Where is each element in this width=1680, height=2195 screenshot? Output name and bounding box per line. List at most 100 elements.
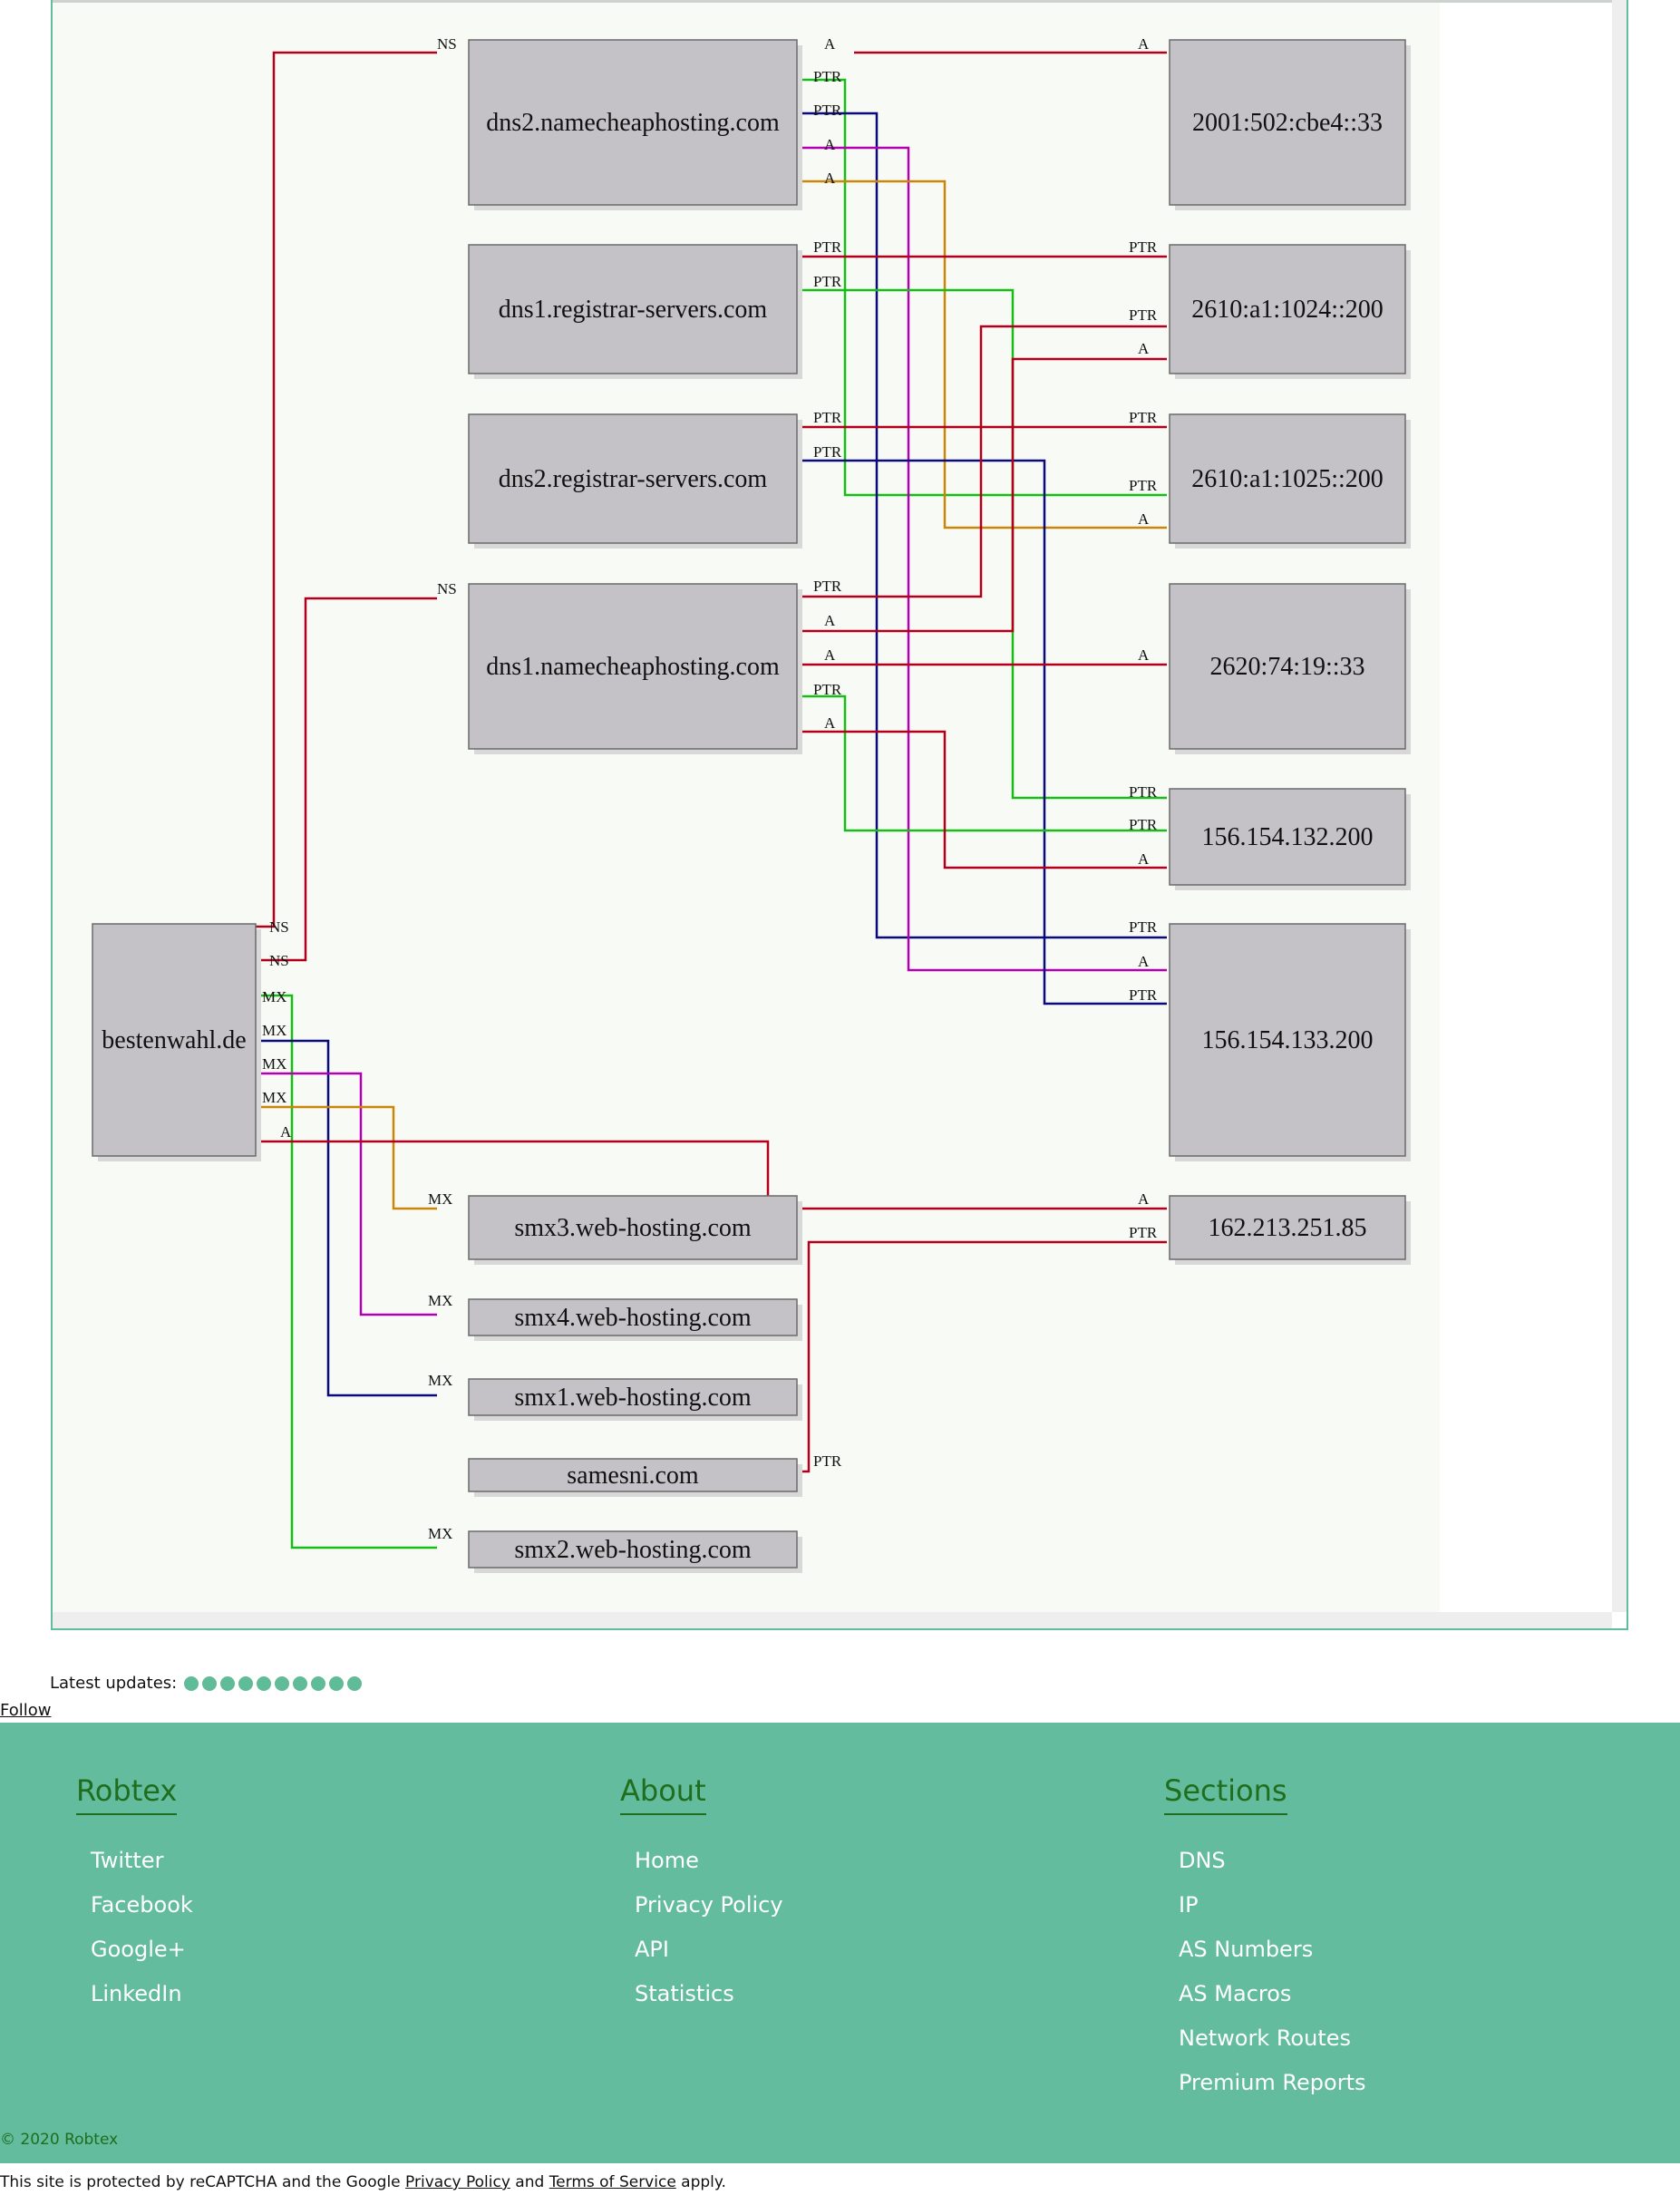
graph-edge — [798, 146, 1167, 972]
nameserver-node-label: dns2.namecheaphosting.com — [486, 109, 780, 137]
edge-label-a: A — [1138, 510, 1150, 528]
footer-link-premium-reports[interactable]: Premium Reports — [1179, 2070, 1366, 2095]
footer-heading-about: About — [620, 1773, 706, 1815]
edge-label-mx: MX — [428, 1372, 452, 1389]
edge-label-a: A — [1138, 35, 1150, 53]
footer-column-robtex: Robtex Twitter Facebook Google+ LinkedIn — [76, 1773, 193, 2025]
update-indicators[interactable] — [184, 1675, 365, 1691]
ip-node-label: 2610:a1:1025::200 — [1191, 465, 1384, 493]
follow-link[interactable]: Follow — [0, 1701, 52, 1720]
footer-link-network-routes[interactable]: Network Routes — [1179, 2025, 1352, 2051]
ip-node — [1169, 39, 1406, 206]
edge-label-ptr: PTR — [813, 409, 842, 426]
ip-node — [1169, 788, 1406, 886]
mail-host-node — [468, 1530, 798, 1569]
latest-updates-label: Latest updates: — [50, 1674, 178, 1693]
edge-label-ptr: PTR — [813, 443, 842, 461]
edge-label-a: A — [824, 35, 836, 53]
graph-edge — [254, 994, 437, 1549]
edge-label-ptr: PTR — [813, 68, 842, 85]
edge-label-mx: MX — [262, 1089, 286, 1106]
graph-edge — [254, 1140, 1167, 1210]
edge-label-ptr: PTR — [813, 102, 842, 119]
mail-host-node-label: smx2.web-hosting.com — [514, 1536, 752, 1564]
edge-label-a: A — [1138, 340, 1150, 357]
mail-host-node-label: smx1.web-hosting.com — [514, 1384, 752, 1412]
footer-heading-robtex: Robtex — [76, 1773, 178, 1815]
nameserver-node — [468, 583, 798, 750]
footer-link-privacy-policy[interactable]: Privacy Policy — [635, 1892, 783, 1918]
graph-edge — [798, 78, 1167, 497]
update-dot[interactable] — [311, 1675, 326, 1691]
nameserver-node — [468, 244, 798, 374]
footer-link-facebook[interactable]: Facebook — [91, 1892, 193, 1918]
graph-edge — [798, 180, 1167, 529]
edge-label-ptr: PTR — [1129, 816, 1158, 833]
edge-label-ptr: PTR — [813, 1452, 842, 1470]
edge-label-a: A — [824, 136, 836, 153]
edge-label-mx: MX — [262, 988, 286, 1005]
graph-edge — [254, 1105, 437, 1210]
footer-link-api[interactable]: API — [635, 1937, 669, 1962]
dns-graph-panel[interactable]: bestenwahl.de dns2.namecheaphosting.com dn… — [51, 0, 1628, 1630]
footer-link-as-macros[interactable]: AS Macros — [1179, 1981, 1292, 2006]
footer-heading-sections: Sections — [1164, 1773, 1287, 1815]
update-dot[interactable] — [220, 1675, 236, 1691]
edge-label-a: A — [824, 646, 836, 664]
update-dot[interactable] — [257, 1675, 272, 1691]
edge-label-mx: MX — [262, 1022, 286, 1039]
vertical-scrollbar — [1612, 0, 1627, 1612]
footer-link-google-plus[interactable]: Google+ — [91, 1937, 186, 1962]
update-dot[interactable] — [238, 1675, 254, 1691]
edge-label-ptr: PTR — [813, 238, 842, 256]
nameserver-node-label: dns1.namecheaphosting.com — [486, 653, 780, 681]
recaptcha-notice: This site is protected by reCAPTCHA and … — [0, 2173, 726, 2191]
edge-label-ns: NS — [437, 35, 457, 53]
footer-link-linkedin[interactable]: LinkedIn — [91, 1981, 182, 2006]
edge-label-ptr: PTR — [1129, 783, 1158, 801]
google-privacy-policy-link[interactable]: Privacy Policy — [405, 2173, 510, 2191]
ip-node — [1169, 923, 1406, 1157]
edge-label-ptr: PTR — [1129, 1224, 1158, 1241]
nameserver-node-label: dns1.registrar-servers.com — [499, 296, 768, 324]
edge-label-a: A — [824, 714, 836, 732]
edge-label-ptr: PTR — [813, 578, 842, 595]
footer-link-as-numbers[interactable]: AS Numbers — [1179, 1937, 1314, 1962]
recaptcha-prefix: This site is protected by reCAPTCHA and … — [0, 2173, 406, 2191]
graph-edge — [798, 694, 1167, 832]
edge-label-ptr: PTR — [813, 681, 842, 698]
footer-link-home[interactable]: Home — [635, 1848, 699, 1873]
footer-link-twitter[interactable]: Twitter — [91, 1848, 164, 1873]
host-node-label: samesni.com — [567, 1462, 699, 1490]
horizontal-scrollbar — [53, 1612, 1612, 1628]
update-dot[interactable] — [202, 1675, 218, 1691]
footer-link-dns[interactable]: DNS — [1179, 1848, 1226, 1873]
copyright: © 2020 Robtex — [0, 2131, 119, 2149]
graph-edge — [798, 357, 1167, 633]
footer-link-statistics[interactable]: Statistics — [635, 1981, 734, 2006]
footer-column-sections: Sections DNS IP AS Numbers AS Macros Net… — [1164, 1773, 1365, 2114]
host-node — [468, 1458, 798, 1492]
mail-host-node — [468, 1378, 798, 1416]
google-terms-link[interactable]: Terms of Service — [549, 2173, 676, 2191]
graph-edge — [798, 730, 1167, 869]
update-dot[interactable] — [329, 1675, 345, 1691]
footer-link-ip[interactable]: IP — [1179, 1892, 1199, 1918]
ip-node-label: 2001:502:cbe4::33 — [1192, 109, 1383, 137]
edge-label-mx: MX — [428, 1190, 452, 1208]
edge-label-ptr: PTR — [1129, 306, 1158, 324]
edge-label-ptr: PTR — [1129, 986, 1158, 1004]
edge-label-ptr: PTR — [813, 273, 842, 290]
edge-label-ptr: PTR — [1129, 238, 1158, 256]
edge-label-ns: NS — [269, 918, 289, 936]
domain-node-label: bestenwahl.de — [102, 1026, 246, 1054]
edge-label-ptr: PTR — [1129, 409, 1158, 426]
update-dot[interactable] — [184, 1675, 199, 1691]
ip-node-label: 162.213.251.85 — [1209, 1214, 1367, 1242]
mail-host-node-label: smx4.web-hosting.com — [514, 1304, 752, 1332]
edge-label-ptr: PTR — [1129, 477, 1158, 494]
update-dot[interactable] — [347, 1675, 363, 1691]
update-dot[interactable] — [275, 1675, 290, 1691]
mail-host-node — [468, 1195, 798, 1260]
update-dot[interactable] — [293, 1675, 308, 1691]
